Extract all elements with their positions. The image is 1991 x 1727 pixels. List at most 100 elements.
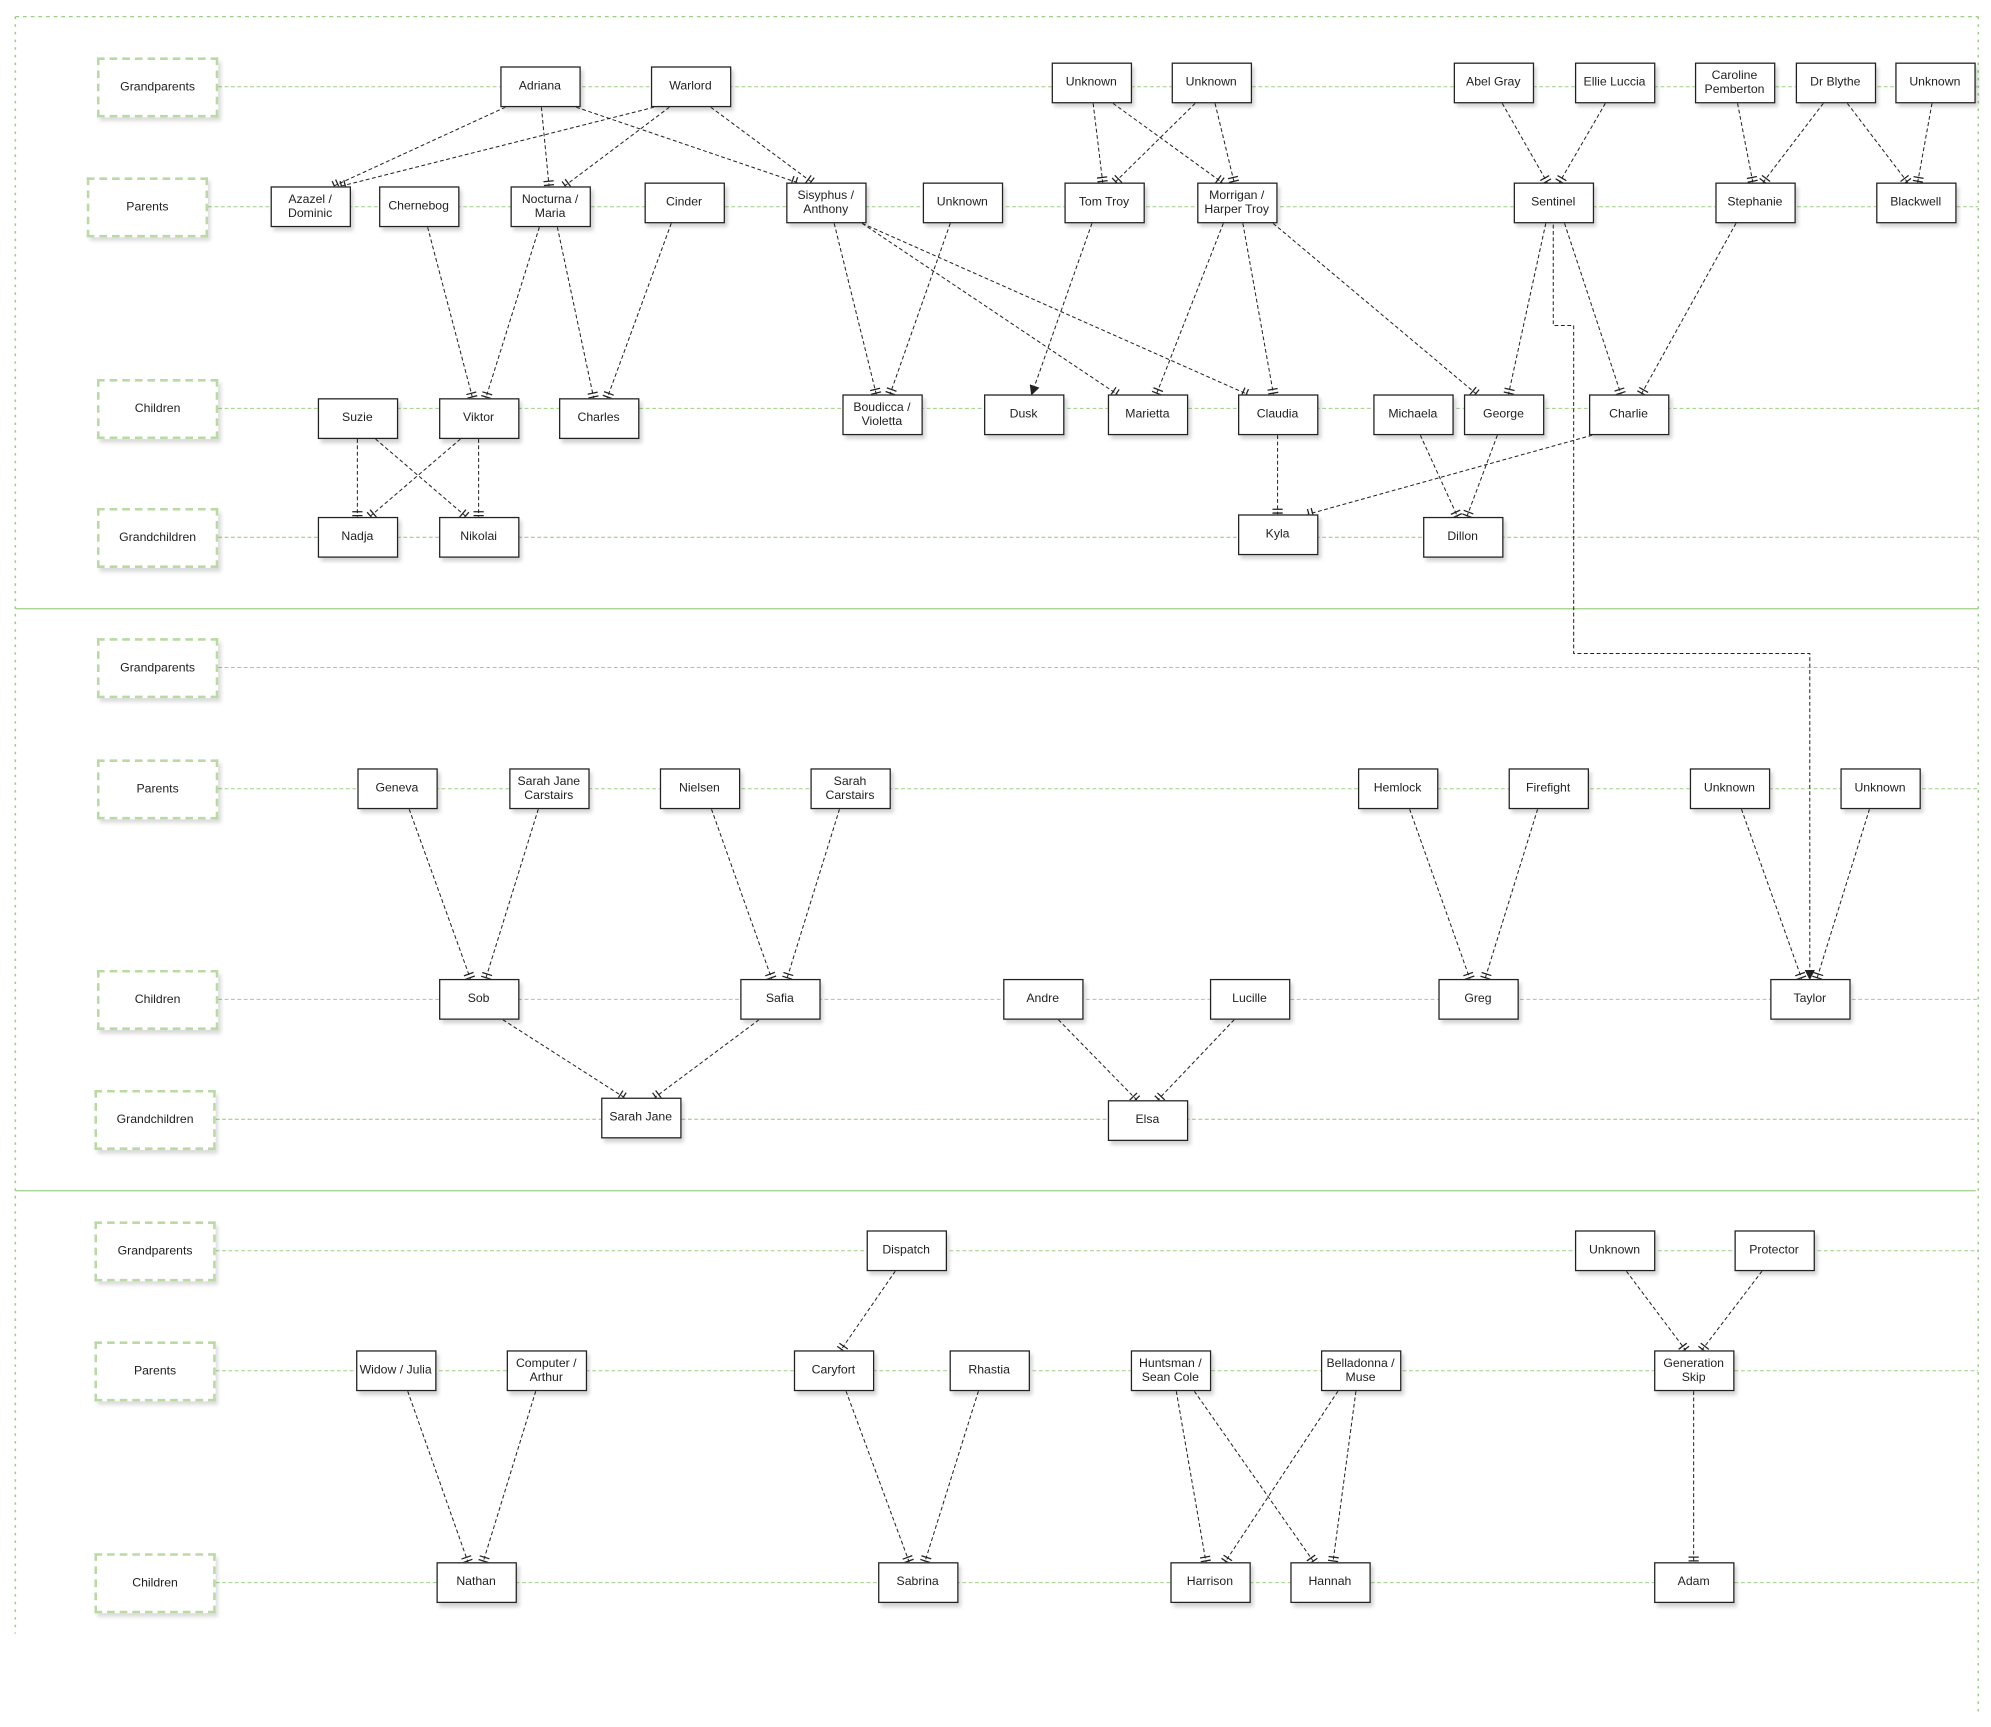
relationship-connector (1193, 1390, 1318, 1565)
person-node-claudia[interactable]: Claudia (1237, 394, 1318, 436)
person-node-charlie[interactable]: Charlie (1588, 394, 1669, 436)
person-node-lucille[interactable]: Lucille (1209, 978, 1290, 1020)
person-node-sjc[interactable]: Sarah Jane Carstairs (508, 768, 590, 810)
person-node-harrison[interactable]: Harrison (1169, 1562, 1251, 1604)
person-node-elsa[interactable]: Elsa (1107, 1100, 1188, 1142)
relationship-connector (1480, 809, 1539, 980)
person-node-blythe[interactable]: Dr Blythe (1795, 62, 1876, 104)
person-node-geneva[interactable]: Geneva (356, 768, 438, 810)
person-node-hemlock[interactable]: Hemlock (1357, 768, 1438, 810)
person-node-genskip[interactable]: Generation Skip (1653, 1350, 1734, 1392)
person-node-marietta[interactable]: Marietta (1107, 394, 1188, 436)
person-node-michaela[interactable]: Michaela (1372, 394, 1454, 436)
person-node-sisyphus[interactable]: Sisyphus / Anthony (785, 182, 866, 224)
relationship-connector (652, 1019, 760, 1102)
person-node-boudicca[interactable]: Boudicca / Violetta (841, 394, 923, 436)
person-node-warlord[interactable]: Warlord (650, 66, 731, 108)
person-node-unk7[interactable]: Unknown (1574, 1230, 1655, 1272)
relationship-connector (407, 1390, 473, 1564)
relationship-connector (1112, 102, 1225, 187)
relationship-connector (1154, 1019, 1235, 1104)
relationship-connector (1759, 103, 1824, 186)
row-label-parents: Parents (94, 1341, 216, 1402)
relationship-connector (481, 227, 540, 400)
person-node-unk6[interactable]: Unknown (1839, 768, 1921, 810)
person-node-computer[interactable]: Computer / Arthur (506, 1350, 587, 1392)
relationship-connector (1272, 222, 1480, 398)
person-node-unk5[interactable]: Unknown (1689, 768, 1770, 810)
person-node-adam[interactable]: Adam (1653, 1562, 1734, 1604)
relationship-connector (366, 438, 461, 521)
person-node-widow[interactable]: Widow / Julia (355, 1350, 436, 1392)
person-node-rhastia[interactable]: Rhastia (948, 1350, 1030, 1392)
person-node-charles[interactable]: Charles (558, 398, 639, 440)
person-node-caryfort[interactable]: Caryfort (793, 1350, 874, 1392)
relationship-connector (1242, 223, 1279, 395)
relationship-connector (1419, 435, 1463, 519)
person-node-hannah[interactable]: Hannah (1289, 1562, 1371, 1604)
person-node-sabrina[interactable]: Sabrina (877, 1562, 958, 1604)
row-label-parents: Parents (96, 759, 219, 820)
person-node-sarahjane[interactable]: Sarah Jane (600, 1097, 681, 1139)
relationship-connector (1058, 1019, 1141, 1104)
person-node-tomtroy[interactable]: Tom Troy (1063, 182, 1145, 224)
person-node-kyla[interactable]: Kyla (1237, 514, 1318, 556)
relationship-connector (1740, 809, 1807, 981)
relationship-connector (502, 1019, 627, 1102)
relationship-connector (408, 809, 476, 981)
person-node-nadja[interactable]: Nadja (317, 516, 398, 558)
person-node-taylor[interactable]: Taylor (1769, 978, 1850, 1020)
person-node-blackwell[interactable]: Blackwell (1875, 182, 1956, 224)
person-node-nocturna[interactable]: Nocturna / Maria (509, 186, 591, 228)
relationship-connector (710, 106, 815, 187)
relationship-connector (1503, 223, 1547, 395)
row-label-children: Children (94, 1553, 216, 1614)
relationship-connector (478, 1391, 537, 1564)
person-node-unk3[interactable]: Unknown (1894, 62, 1976, 104)
person-node-greg[interactable]: Greg (1437, 978, 1519, 1020)
person-node-huntsman[interactable]: Huntsman / Sean Cole (1130, 1350, 1211, 1392)
relationship-connector (540, 107, 555, 187)
person-node-sentinel[interactable]: Sentinel (1513, 182, 1594, 224)
person-node-firefight[interactable]: Firefight (1507, 768, 1589, 810)
person-node-suzie[interactable]: Suzie (317, 398, 398, 440)
person-node-dusk[interactable]: Dusk (983, 394, 1064, 436)
row-label-grandchildren: Grandchildren (94, 1089, 216, 1150)
person-node-safia[interactable]: Safia (739, 978, 821, 1020)
relationship-connector (375, 438, 470, 521)
person-node-unk1[interactable]: Unknown (1051, 62, 1132, 104)
person-node-adriana[interactable]: Adriana (499, 66, 581, 108)
relationship-connector (556, 227, 599, 399)
relationship-connector (1327, 1391, 1357, 1563)
person-node-azazel[interactable]: Azazel / Dominic (269, 186, 351, 228)
person-node-unk4[interactable]: Unknown (922, 182, 1003, 224)
relationship-connector (1409, 809, 1475, 981)
person-node-unk2[interactable]: Unknown (1171, 62, 1252, 104)
relationship-connector (1221, 1390, 1339, 1565)
relationship-connector (1214, 103, 1239, 184)
person-node-nikolai[interactable]: Nikolai (438, 516, 519, 558)
person-node-morrigan[interactable]: Morrigan / Harper Troy (1196, 182, 1277, 224)
person-node-nathan[interactable]: Nathan (435, 1562, 517, 1604)
person-node-abel[interactable]: Abel Gray (1453, 62, 1534, 104)
relationship-connector (576, 106, 799, 188)
row-label-children: Children (96, 969, 219, 1030)
person-node-stephanie[interactable]: Stephanie (1714, 182, 1796, 224)
person-node-ellie[interactable]: Ellie Luccia (1574, 62, 1655, 104)
person-node-george[interactable]: George (1463, 394, 1544, 436)
relationship-connector (1637, 223, 1737, 397)
person-node-protector[interactable]: Protector (1733, 1230, 1815, 1272)
person-node-dillon[interactable]: Dillon (1422, 516, 1503, 558)
relationship-connector (861, 222, 1250, 399)
person-node-dispatch[interactable]: Dispatch (865, 1230, 947, 1272)
person-node-cinder[interactable]: Cinder (643, 182, 725, 224)
relationship-connector (1846, 103, 1912, 186)
person-node-caroline[interactable]: Caroline Pemberton (1694, 62, 1775, 104)
person-node-sob[interactable]: Sob (438, 978, 519, 1020)
person-node-andre[interactable]: Andre (1002, 978, 1083, 1020)
person-node-chernebog[interactable]: Chernebog (378, 186, 459, 228)
person-node-sarahc[interactable]: Sarah Carstairs (809, 768, 891, 810)
person-node-belladonna[interactable]: Belladonna / Muse (1320, 1350, 1401, 1392)
person-node-viktor[interactable]: Viktor (438, 398, 519, 440)
person-node-nielsen[interactable]: Nielsen (659, 768, 740, 810)
